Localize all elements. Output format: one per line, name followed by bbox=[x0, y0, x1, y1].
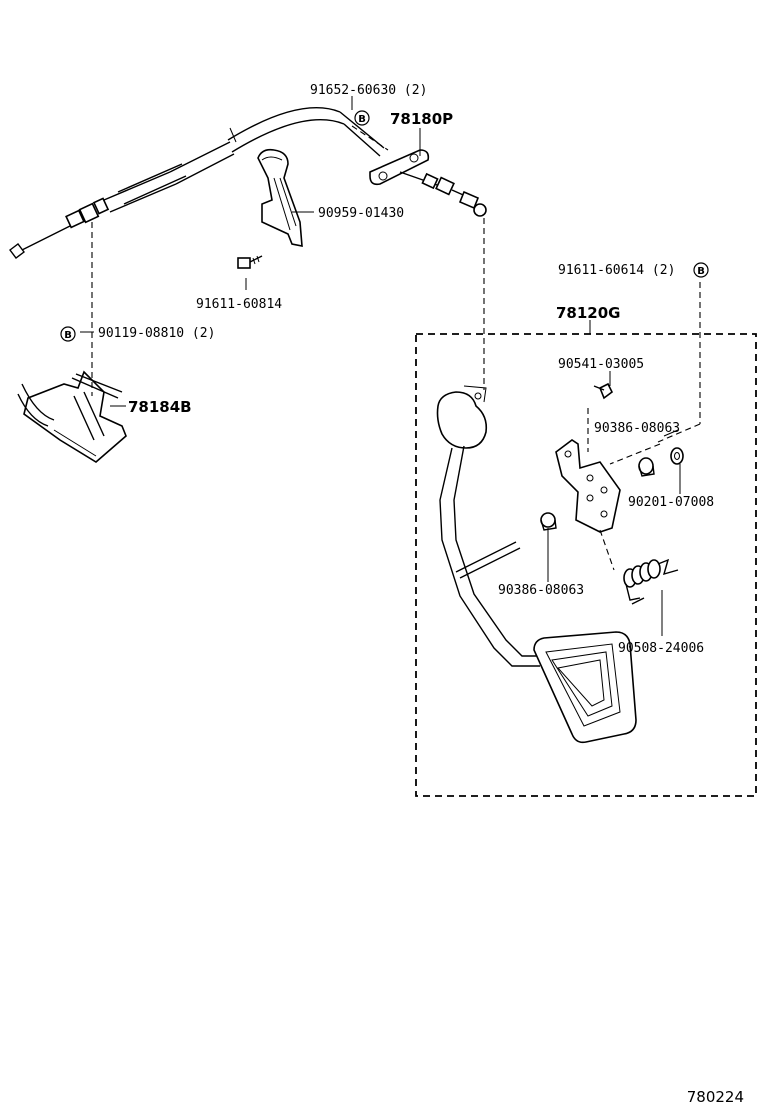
bolt-marker-pedal: B bbox=[693, 262, 709, 278]
label-pin: 90541-03005 bbox=[558, 357, 644, 372]
label-cable-bracket: 90959-01430 bbox=[318, 206, 404, 221]
label-cable-clamp: 78184B bbox=[128, 398, 192, 416]
accelerator-pedal bbox=[436, 385, 637, 744]
diagram-id: 780224 bbox=[687, 1088, 744, 1106]
svg-text:B: B bbox=[697, 266, 705, 277]
bolt-marker-top: B bbox=[354, 110, 370, 126]
label-spring: 90508-24006 bbox=[618, 641, 704, 656]
label-cable-assembly: 78180P bbox=[390, 110, 453, 128]
cable-clamp bbox=[17, 370, 127, 463]
label-bracket-bolt: 91611-60814 bbox=[196, 297, 282, 312]
svg-text:B: B bbox=[358, 114, 366, 125]
pin-icon bbox=[593, 382, 614, 400]
label-bushing-right: 90386-08063 bbox=[594, 421, 680, 436]
pedal-assembly-box bbox=[415, 333, 757, 797]
label-bushing-left: 90386-08063 bbox=[498, 583, 584, 598]
label-bolt-top: 91652-60630 (2) bbox=[310, 83, 427, 98]
label-clamp-bolt: 90119-08810 (2) bbox=[98, 326, 215, 341]
label-pedal-assembly: 78120G bbox=[556, 304, 621, 322]
bracket-bolt-icon bbox=[237, 255, 263, 269]
label-pedal-bolt: 91611-60614 (2) bbox=[558, 263, 675, 278]
installation-lines bbox=[91, 125, 701, 571]
cable-bracket bbox=[237, 148, 303, 269]
svg-text:B: B bbox=[64, 330, 72, 341]
bushing-right-icon bbox=[638, 457, 655, 477]
throttle-cable bbox=[9, 107, 487, 259]
pedal-bracket bbox=[555, 439, 621, 533]
bolt-marker-clamp: B bbox=[60, 326, 76, 342]
washer-icon bbox=[670, 447, 684, 465]
leader-lines bbox=[80, 96, 681, 636]
bushing-left-icon bbox=[540, 512, 557, 531]
label-washer: 90201-07008 bbox=[628, 495, 714, 510]
spring-icon bbox=[623, 558, 679, 605]
